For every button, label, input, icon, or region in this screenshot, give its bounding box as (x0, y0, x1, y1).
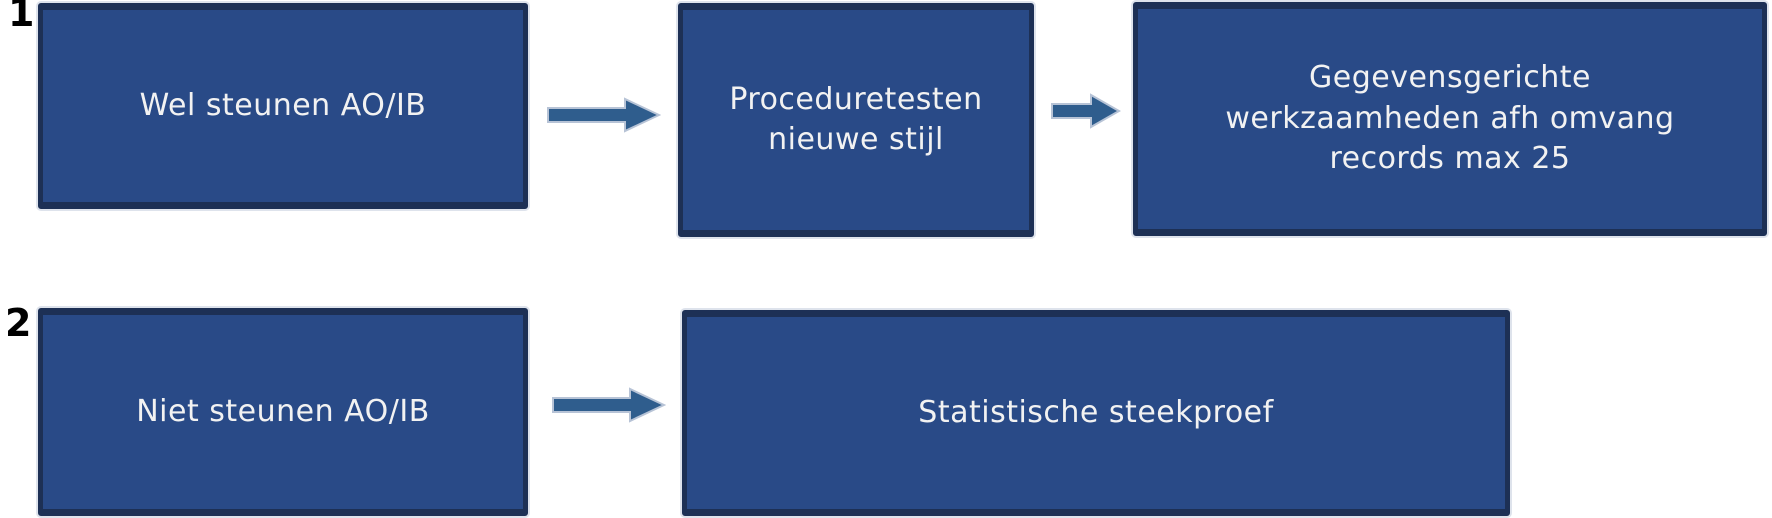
flow-box-text: Statistische steekproef (918, 394, 1274, 430)
flow-box-text: Niet steunen AO/IB (136, 393, 430, 429)
flow-box-niet-steunen-aoib: Niet steunen AO/IB (38, 308, 528, 516)
row-2-label: 2 (5, 301, 32, 345)
flow-box-gegevensgerichte: Gegevensgerichte werkzaamheden afh omvan… (1133, 2, 1767, 236)
flow-box-proceduretesten: Proceduretesten nieuwe stijl (678, 3, 1034, 237)
arrow-right-icon (547, 97, 661, 133)
arrow-right-icon (552, 387, 666, 423)
flow-box-wel-steunen-aoib: Wel steunen AO/IB (38, 3, 528, 209)
arrow-right-icon (1051, 93, 1121, 129)
flow-box-text: Gegevensgerichte werkzaamheden afh omvan… (1225, 60, 1675, 177)
row-1-label: 1 (8, 0, 35, 35)
flow-box-text: Wel steunen AO/IB (139, 87, 427, 123)
flow-box-statistische-steekproef: Statistische steekproef (682, 310, 1510, 516)
flow-box-text: Proceduretesten nieuwe stijl (729, 81, 983, 158)
